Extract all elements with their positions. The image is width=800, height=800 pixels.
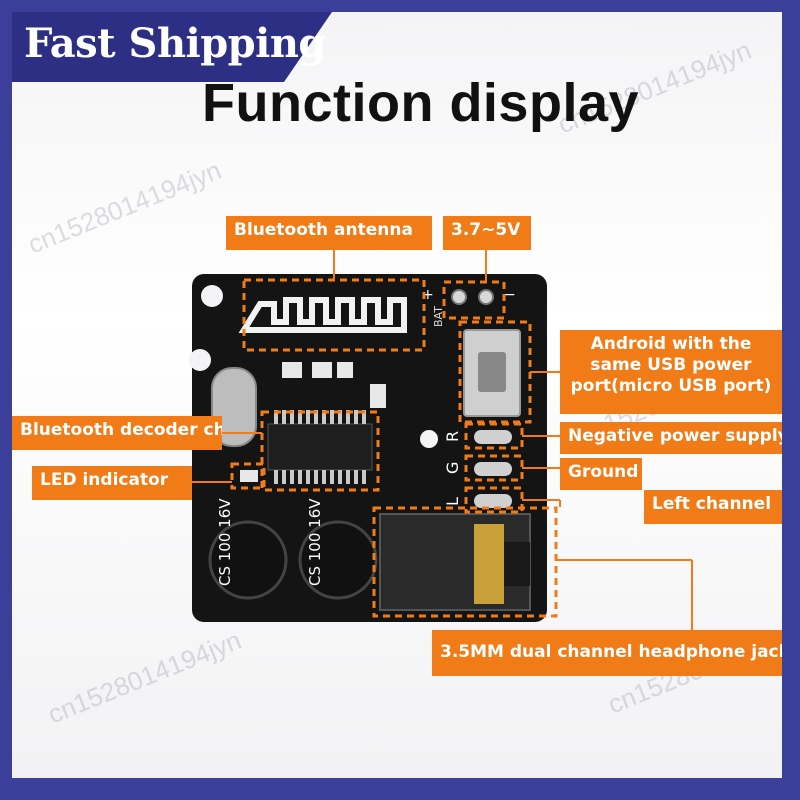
label-usb-port: Android with the same USB power port(mic… — [560, 330, 782, 414]
board-diagram: + − BAT — [189, 250, 693, 630]
label-bluetooth-antenna: Bluetooth antenna — [226, 216, 432, 250]
pad-g — [474, 462, 512, 476]
chip-pins — [274, 410, 366, 484]
leader-lines — [192, 250, 693, 630]
smd-component — [337, 362, 353, 378]
fast-shipping-banner: Fast Shipping — [24, 20, 326, 67]
capacitor-2-marking: CS 100 16V — [306, 498, 324, 586]
capacitor-1 — [208, 520, 288, 600]
label-ground: Ground — [560, 458, 642, 490]
pad-l-label: L — [443, 497, 462, 506]
mount-hole — [201, 285, 223, 307]
capacitor-1-marking: CS 100 16V — [216, 498, 234, 586]
pad-g-label: G — [443, 462, 462, 474]
decoder-chip — [267, 423, 373, 471]
smd-component — [370, 384, 386, 408]
jack-box — [372, 506, 558, 618]
battery-pad-plus — [451, 289, 467, 305]
mount-hole — [189, 349, 211, 371]
product-image-card: Fast Shipping Function display cn1528014… — [12, 12, 782, 778]
minus-marking: − — [504, 287, 516, 303]
capacitor-2 — [298, 520, 378, 600]
battery-pad-minus — [478, 289, 494, 305]
pad-r — [474, 430, 512, 444]
micro-usb-opening — [478, 352, 506, 392]
label-negative-power-supply: Negative power supply — [560, 422, 782, 454]
crystal-oscillator — [211, 367, 257, 447]
label-left-channel: Left channel — [644, 490, 782, 524]
plus-marking: + — [422, 287, 434, 303]
pad-r-label: R — [443, 431, 462, 442]
pad-l — [474, 494, 512, 508]
label-headphone-jack: 3.5MM dual channel headphone jack — [432, 630, 782, 676]
ground-box — [464, 454, 524, 482]
mount-hole — [420, 430, 438, 448]
led-component — [240, 470, 258, 482]
neg-box — [464, 422, 524, 450]
smd-component — [312, 362, 332, 378]
bat-marking: BAT — [432, 306, 445, 327]
label-led-indicator: LED indicator — [32, 466, 192, 500]
highlight-boxes — [230, 278, 558, 618]
label-bluetooth-decoder-chip: Bluetooth decoder chip — [12, 416, 222, 450]
headphone-jack-contact — [474, 524, 504, 604]
smd-component — [282, 362, 302, 378]
antenna-trace — [238, 297, 407, 333]
left-box — [464, 486, 524, 514]
headphone-jack-opening — [504, 542, 530, 586]
voltage-box — [442, 280, 506, 320]
led-box — [230, 462, 266, 490]
page-title: Function display — [202, 73, 640, 133]
label-voltage: 3.7~5V — [443, 216, 531, 250]
chip-box — [260, 410, 380, 492]
banner-background — [12, 12, 332, 82]
